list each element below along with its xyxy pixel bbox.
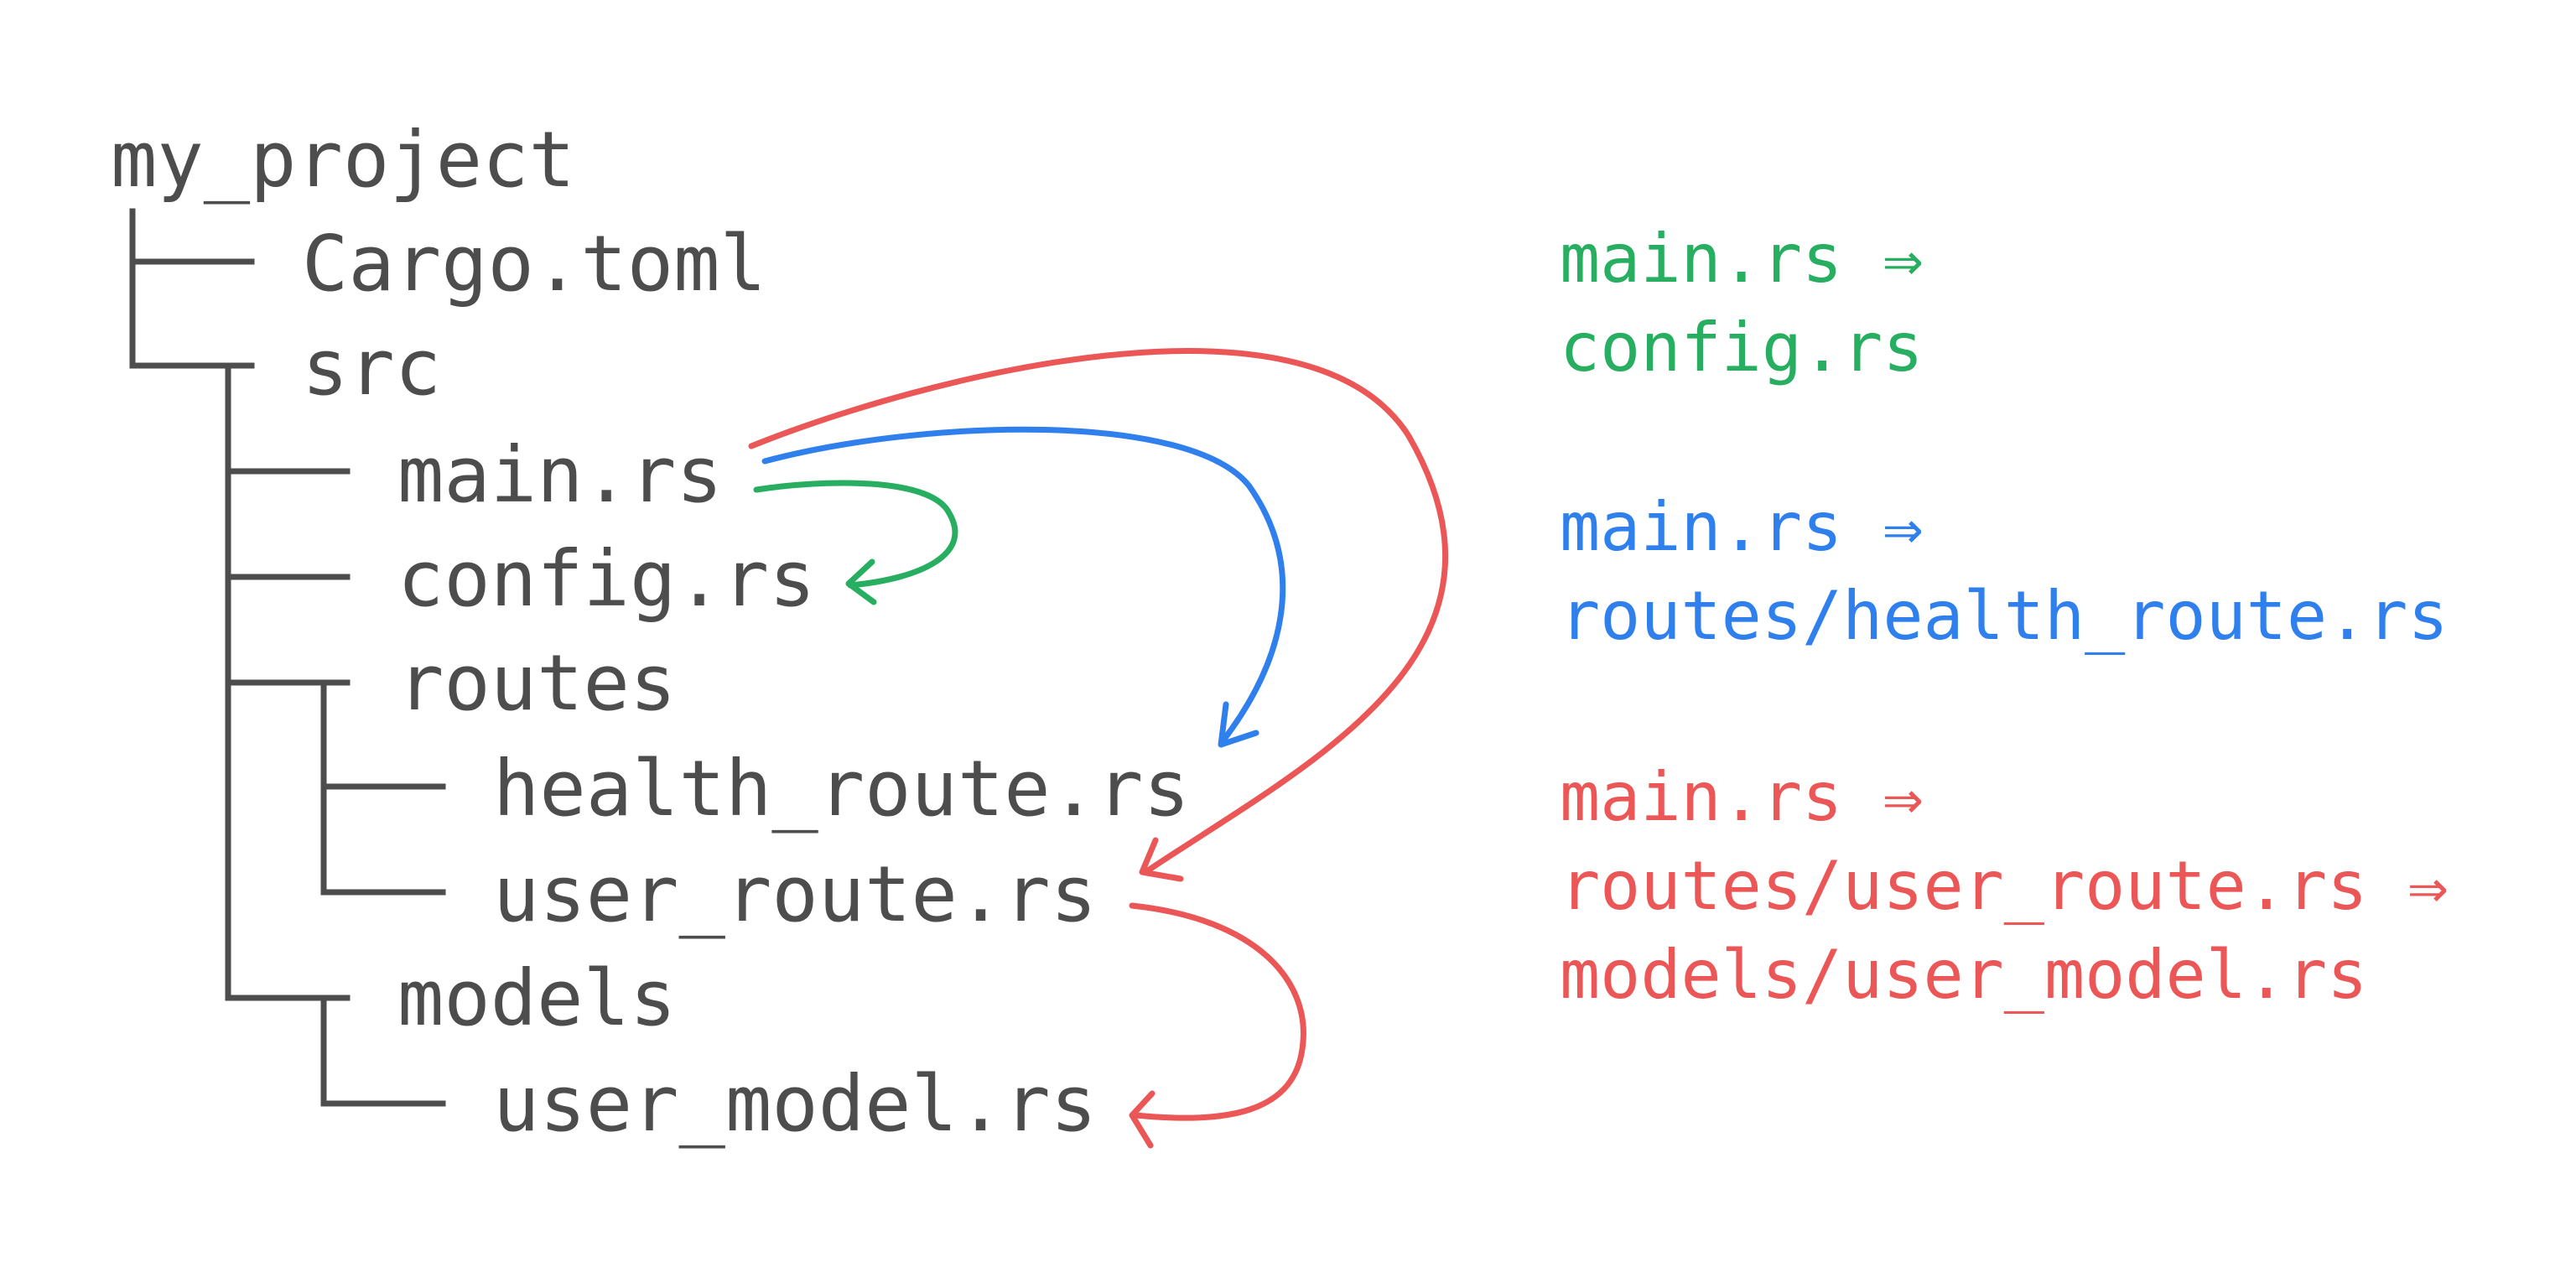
note-green-line-1: main.rs ⇒ — [1560, 220, 1923, 298]
note-green-line-2: config.rs — [1560, 309, 1923, 387]
note-red-line-2: routes/user_route.rs ⇒ — [1560, 847, 2449, 925]
arrow-main-to-user-route — [748, 348, 1449, 875]
dependency-arrows — [748, 348, 1449, 1149]
tree-line-models-children — [320, 995, 446, 1107]
arrowhead-user-model-icon — [1129, 1090, 1156, 1149]
tree-item-user-route-rs: user_route.rs — [493, 849, 1097, 939]
tree-root: my_project — [111, 115, 575, 205]
note-green: main.rs ⇒ config.rs — [1560, 220, 1923, 387]
note-blue: main.rs ⇒ routes/health_route.rs — [1560, 488, 2449, 655]
arrowhead-user-route-icon — [1139, 837, 1184, 882]
tree-item-routes: routes — [397, 638, 676, 728]
arrowhead-config-icon — [845, 558, 877, 605]
tree-item-health-route-rs: health_route.rs — [493, 744, 1190, 834]
tree-line-routes-children — [320, 679, 446, 896]
tree-item-config-rs: config.rs — [397, 534, 816, 624]
file-tree: my_project Cargo.toml src main.rs config… — [111, 115, 1190, 1149]
dependency-notes: main.rs ⇒ config.rs main.rs ⇒ routes/hea… — [1560, 220, 2449, 1014]
tree-item-models: models — [397, 953, 676, 1043]
tree-item-cargo-toml: Cargo.toml — [302, 219, 766, 309]
note-red: main.rs ⇒ routes/user_route.rs ⇒ models/… — [1560, 758, 2449, 1014]
arrowhead-health-route-icon — [1218, 701, 1259, 748]
tree-item-src: src — [302, 323, 441, 413]
tree-line-root — [129, 208, 255, 369]
arrow-main-to-health-route — [761, 426, 1286, 745]
tree-connectors — [129, 208, 446, 1107]
arrow-user-route-to-user-model — [1129, 902, 1306, 1121]
note-red-line-3: models/user_model.rs — [1560, 936, 2367, 1014]
arrow-main-to-config — [753, 480, 958, 589]
note-blue-line-1: main.rs ⇒ — [1560, 488, 1923, 566]
note-red-line-1: main.rs ⇒ — [1560, 758, 1923, 836]
tree-item-main-rs: main.rs — [397, 430, 723, 520]
tree-item-user-model-rs: user_model.rs — [493, 1059, 1097, 1149]
note-blue-line-2: routes/health_route.rs — [1560, 577, 2449, 655]
